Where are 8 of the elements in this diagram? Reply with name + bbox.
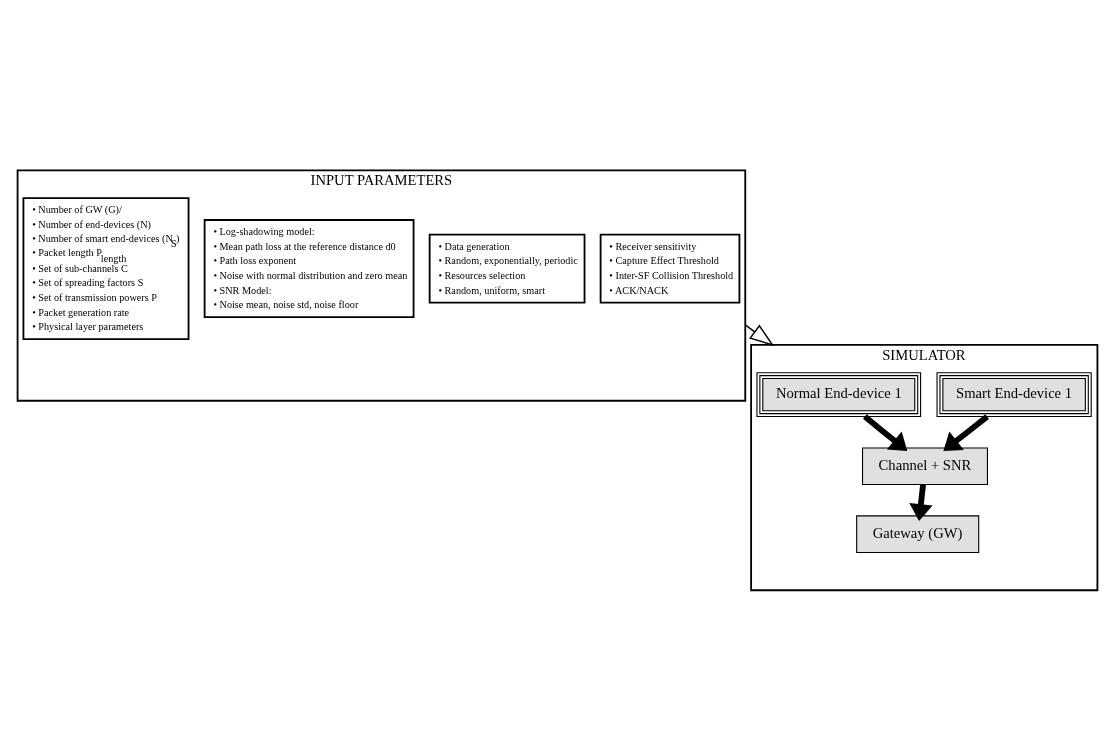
node-box: • Data generation • Random, exponentially, periodic • Resources selection • Random, uniform, smart: [428, 233, 586, 304]
node-box: Channel + SNR: [862, 447, 988, 486]
arrow: [863, 414, 908, 452]
arrow: [909, 484, 933, 521]
arrow: [943, 414, 989, 452]
node-box: • Receiver sensitivity • Capture Effect Threshold • Inter-SF Collision Threshold • ACK/NACK: [599, 233, 741, 304]
node-box: Gateway (GW): [856, 515, 980, 553]
node-box: • Log-shadowing model: • Mean path loss at the reference distance d0 • Path loss exponent • Noise with normal distribution and zero mean • SNR Model: • Noise mean, noise std, noise floor: [203, 219, 415, 319]
